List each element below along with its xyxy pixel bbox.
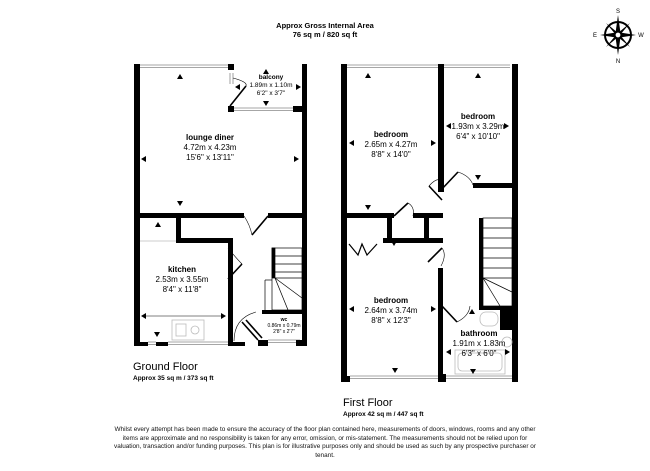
first-floor-doors bbox=[348, 171, 474, 323]
room-name: bathroom bbox=[460, 329, 498, 338]
room-label-lounge-diner: lounge diner 4.72m x 4.23m 15'6" x 13'11… bbox=[150, 133, 270, 163]
ground-floor-title: Ground Floor bbox=[133, 361, 198, 373]
room-imperial: 8'4" x 11'8" bbox=[162, 285, 202, 294]
room-imperial: 2'8" x 2'7" bbox=[273, 329, 295, 335]
room-name: lounge diner bbox=[186, 133, 234, 142]
ground-floor-area: Approx 35 sq m / 373 sq ft bbox=[133, 375, 214, 382]
compass-rose-icon: S E W N bbox=[592, 5, 644, 65]
ground-floor-stairs bbox=[264, 247, 303, 311]
gross-area-title: Approx Gross Internal Area bbox=[276, 21, 374, 30]
room-label-kitchen: kitchen 2.53m x 3.55m 8'4" x 11'8" bbox=[142, 265, 222, 295]
ground-floor-plan bbox=[134, 64, 307, 346]
kitchen-counter bbox=[140, 240, 205, 341]
first-floor-area: Approx 42 sq m / 447 sq ft bbox=[343, 411, 424, 418]
room-imperial: 6'2" x 3'7" bbox=[256, 90, 286, 97]
room-label-bedroom-3: bedroom 2.64m x 3.74m 8'8" x 12'3" bbox=[345, 296, 437, 326]
room-label-wc: wc 0.86m x 0.79m 2'8" x 2'7" bbox=[266, 317, 302, 335]
room-metric: 4.72m x 4.23m bbox=[183, 143, 237, 152]
first-floor-caption: First Floor Approx 42 sq m / 447 sq ft bbox=[343, 397, 424, 419]
room-imperial: 15'6" x 13'11" bbox=[186, 153, 234, 162]
ground-floor-windows bbox=[140, 64, 300, 345]
first-floor-walls bbox=[341, 64, 518, 382]
room-imperial: 8'8" x 12'3" bbox=[371, 316, 411, 325]
room-name: bedroom bbox=[373, 130, 409, 139]
first-floor-windows bbox=[346, 64, 512, 379]
ground-floor-walls bbox=[134, 64, 307, 346]
disclaimer-text: Whilst every attempt has been made to en… bbox=[114, 426, 536, 459]
first-floor-stairs bbox=[482, 217, 513, 307]
first-floor-plan bbox=[341, 64, 518, 382]
compass-label-right: W bbox=[638, 33, 644, 39]
room-label-bathroom: bathroom 1.91m x 1.83m 6'3" x 6'0" bbox=[444, 329, 514, 359]
bathroom-fixtures bbox=[454, 311, 513, 375]
room-metric: 2.53m x 3.55m bbox=[155, 275, 209, 284]
compass-label-left: E bbox=[593, 33, 597, 39]
room-name: bedroom bbox=[460, 112, 496, 121]
room-name: balcony bbox=[258, 74, 284, 81]
room-imperial: 6'4" x 10'10" bbox=[456, 132, 500, 141]
room-name: kitchen bbox=[167, 265, 196, 274]
room-imperial: 8'8" x 14'0" bbox=[371, 150, 411, 159]
room-metric: 2.64m x 3.74m bbox=[364, 306, 418, 315]
room-imperial: 6'3" x 6'0" bbox=[461, 349, 497, 358]
ground-floor-caption: Ground Floor Approx 35 sq m / 373 sq ft bbox=[133, 361, 214, 383]
ground-floor-doors bbox=[227, 77, 269, 342]
room-metric: 1.93m x 3.29m bbox=[451, 122, 505, 131]
gross-area-value: 76 sq m / 820 sq ft bbox=[292, 30, 358, 39]
gross-internal-area: Approx Gross Internal Area 76 sq m / 820… bbox=[0, 21, 650, 39]
room-metric: 0.86m x 0.79m bbox=[267, 323, 301, 329]
compass-label-top: S bbox=[616, 9, 620, 15]
room-metric: 1.91m x 1.83m bbox=[452, 339, 506, 348]
ground-floor-dimension-arrows bbox=[141, 69, 301, 337]
compass-label-bottom: N bbox=[616, 59, 620, 65]
room-label-balcony: balcony 1.89m x 1.10m 6'2" x 3'7" bbox=[238, 74, 304, 98]
room-label-bedroom-2: bedroom 1.93m x 3.29m 6'4" x 10'10" bbox=[444, 112, 512, 142]
room-metric: 2.65m x 4.27m bbox=[364, 140, 418, 149]
first-floor-dimension-arrows bbox=[349, 73, 510, 374]
first-floor-title: First Floor bbox=[343, 397, 393, 409]
room-name: bedroom bbox=[373, 296, 409, 305]
room-label-bedroom-1: bedroom 2.65m x 4.27m 8'8" x 14'0" bbox=[345, 130, 437, 160]
room-name: wc bbox=[280, 317, 288, 323]
room-metric: 1.89m x 1.10m bbox=[249, 82, 293, 89]
